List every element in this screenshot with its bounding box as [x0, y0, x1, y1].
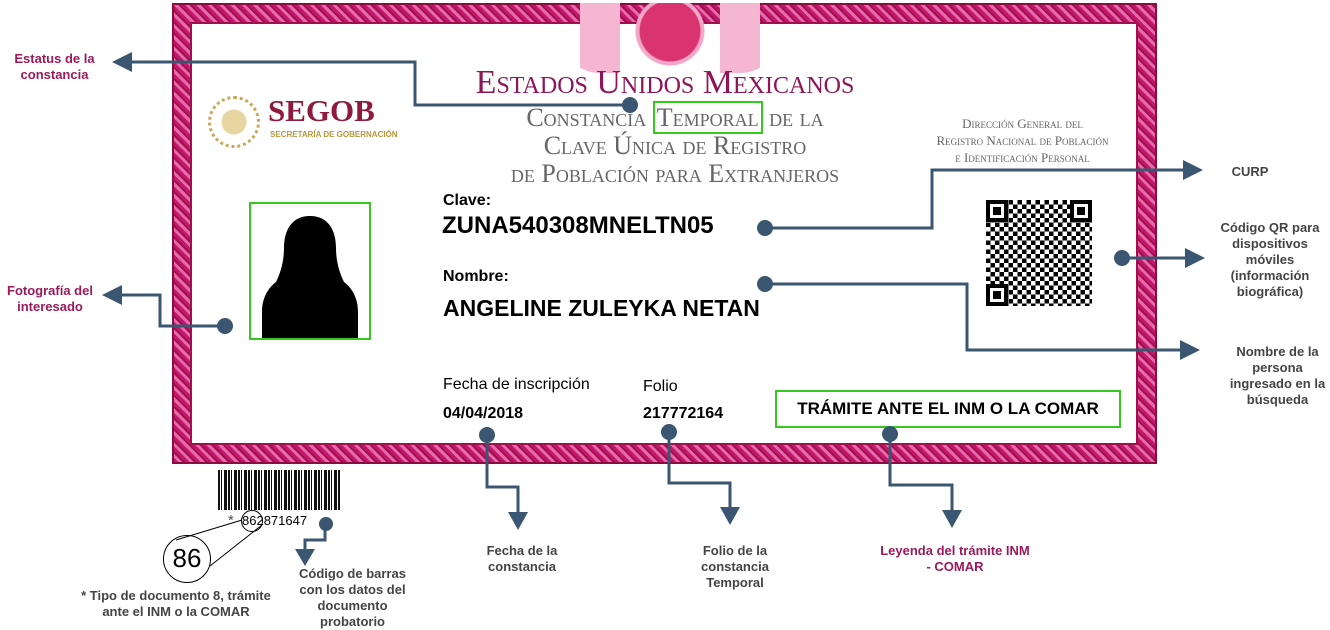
magnify-circle-small: [241, 510, 263, 532]
nombre-value: ANGELINE ZULEYKA NETAN: [443, 295, 760, 321]
agency-name: Dirección General del Registro Nacional …: [905, 115, 1140, 166]
title-line2: Clave Única de Registro: [543, 131, 807, 160]
magnified-digits: 86: [163, 535, 211, 583]
agency-line3: e Identificación Personal: [955, 150, 1090, 165]
fecha-label: Fecha de inscripción: [443, 376, 590, 393]
folio-label: Folio: [643, 378, 678, 395]
annotation-date: Fecha de la constancia: [486, 543, 558, 574]
annotation-doc-type: * Tipo de documento 8, trámite ante el I…: [81, 588, 271, 619]
barcode-prefix: *: [228, 512, 234, 529]
barcode: [218, 470, 340, 510]
title-part2: de la: [769, 103, 824, 132]
agency-line1: Dirección General del: [962, 116, 1083, 131]
annotation-photo: Fotografía del interesado: [7, 283, 93, 314]
folio-value: 217772164: [643, 405, 724, 422]
legend-highlight: TRÁMITE ANTE EL INM O LA COMAR: [775, 390, 1121, 428]
annotation-barcode: Código de barras con los datos del docum…: [299, 566, 406, 629]
clave-value: ZUNA540308MNELTN05: [442, 212, 714, 239]
fecha-value: 04/04/2018: [443, 405, 524, 422]
nombre-label: Nombre:: [443, 268, 509, 285]
country-title: Estados Unidos Mexicanos: [475, 64, 855, 101]
clave-label: Clave:: [443, 192, 492, 209]
person-photo: [249, 202, 371, 340]
annotation-legend: Leyenda del trámite INM - COMAR: [880, 543, 1030, 574]
annotation-folio: Folio de la constancia Temporal: [701, 543, 769, 590]
qr-code: [986, 200, 1092, 306]
title-line3: de Población para Extranjeros: [510, 159, 840, 188]
annotation-curp: CURP: [1231, 164, 1269, 179]
segob-subtitle: SECRETARÍA DE GOBERNACIÓN: [270, 130, 398, 139]
annotation-status: Estatus de la constancia: [14, 51, 95, 82]
coat-of-arms-icon: [208, 96, 260, 148]
status-highlight: Temporal: [652, 101, 763, 134]
national-seal: [560, 3, 780, 73]
segob-logo: SEGOB: [268, 93, 375, 128]
annotation-qr: Código QR para dispositivos móviles (inf…: [1220, 220, 1320, 299]
silhouette-icon: [262, 216, 358, 338]
annotation-name: Nombre de la persona ingresado en la bús…: [1229, 344, 1326, 407]
agency-line2: Registro Nacional de Población: [936, 133, 1109, 148]
